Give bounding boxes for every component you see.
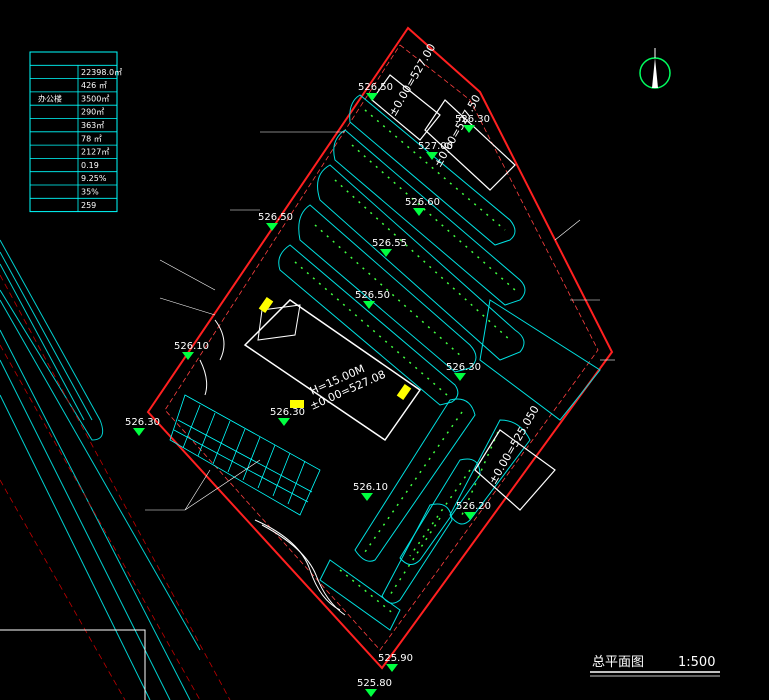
parking-lines — [294, 109, 516, 616]
south-building-elevation: ±0.00=525.050 — [486, 403, 541, 486]
main-building — [243, 296, 422, 442]
stats-table-value: 78 ㎡ — [81, 134, 102, 143]
elevation-marker-icon — [266, 223, 278, 231]
elevation-label: 526.50 — [258, 212, 293, 223]
elevation-label: 526.50 — [355, 290, 390, 301]
stats-table-value: 363㎡ — [81, 121, 104, 130]
elevation-marker-icon — [386, 664, 398, 672]
elevation-label: 525.80 — [357, 678, 392, 689]
parking-areas — [278, 94, 601, 631]
site-boundary — [146, 26, 614, 670]
drawing-title-block: 总平面图 1:500 — [590, 655, 720, 677]
stats-table-value: 22398.0㎡ — [81, 68, 122, 77]
title-frame — [0, 629, 146, 700]
elevation-marker-icon — [463, 125, 475, 133]
elevation-marker-icon — [413, 208, 425, 216]
drawing-title: 总平面图 — [592, 655, 644, 670]
elevation-marker-icon — [363, 301, 375, 309]
elevation-marker-icon — [380, 249, 392, 257]
drawing-scale: 1:500 — [678, 655, 715, 670]
stats-table-value: 259 — [81, 201, 96, 210]
stats-table-value: 2127㎡ — [81, 148, 109, 157]
east-building-elevation: ±0.00=527.50 — [431, 92, 483, 169]
stats-table-value: 290㎡ — [81, 108, 104, 117]
road-red-lines — [0, 274, 231, 700]
elevation-marker-icon — [426, 152, 438, 160]
structure-grid — [169, 394, 321, 516]
elevation-label: 526.10 — [174, 341, 209, 352]
elevation-label: 526.30 — [446, 362, 481, 373]
elevation-label: 526.10 — [353, 482, 388, 493]
stats-table-value: 426 ㎡ — [81, 81, 107, 90]
inner-boundary — [164, 44, 599, 651]
stats-table-value: 0.19 — [81, 161, 99, 170]
stats-table-value: 3500㎡ — [81, 94, 109, 103]
road-lines — [0, 239, 201, 700]
elevation-marker-icon — [278, 418, 290, 426]
leader-lines — [145, 131, 615, 511]
elevation-marker-icon — [365, 689, 377, 697]
elevation-label: 525.90 — [378, 653, 413, 664]
north-arrow-icon — [639, 48, 671, 89]
elevation-markers: 526.50 527.00 526.30 526.60 526.55 526.50 526.… — [125, 82, 491, 697]
building-labels: H=15.00M ±0.00=527.08 ±0.00=527.00 ±0.00… — [308, 41, 542, 486]
secondary-buildings — [371, 74, 556, 511]
elevation-label: 526.30 — [270, 407, 305, 418]
elevation-marker-icon — [454, 373, 466, 381]
elevation-label: 526.50 — [358, 82, 393, 93]
elevation-marker-icon — [464, 512, 476, 520]
elevation-label: 526.30 — [455, 114, 490, 125]
elevation-marker-icon — [366, 93, 378, 101]
elevation-marker-icon — [361, 493, 373, 501]
elevation-label: 526.30 — [125, 417, 160, 428]
elevation-label: 526.60 — [405, 197, 440, 208]
elevation-marker-icon — [182, 352, 194, 360]
elevation-label: 526.55 — [372, 238, 407, 249]
elevation-label: 527.00 — [418, 141, 453, 152]
elevation-label: 526.20 — [456, 501, 491, 512]
landscape-path — [199, 319, 346, 616]
stats-table-value: 9.25% — [81, 174, 107, 183]
stats-table-value: 35% — [81, 188, 99, 197]
stats-table-label: 办公楼 — [38, 93, 62, 103]
elevation-marker-icon — [133, 428, 145, 436]
